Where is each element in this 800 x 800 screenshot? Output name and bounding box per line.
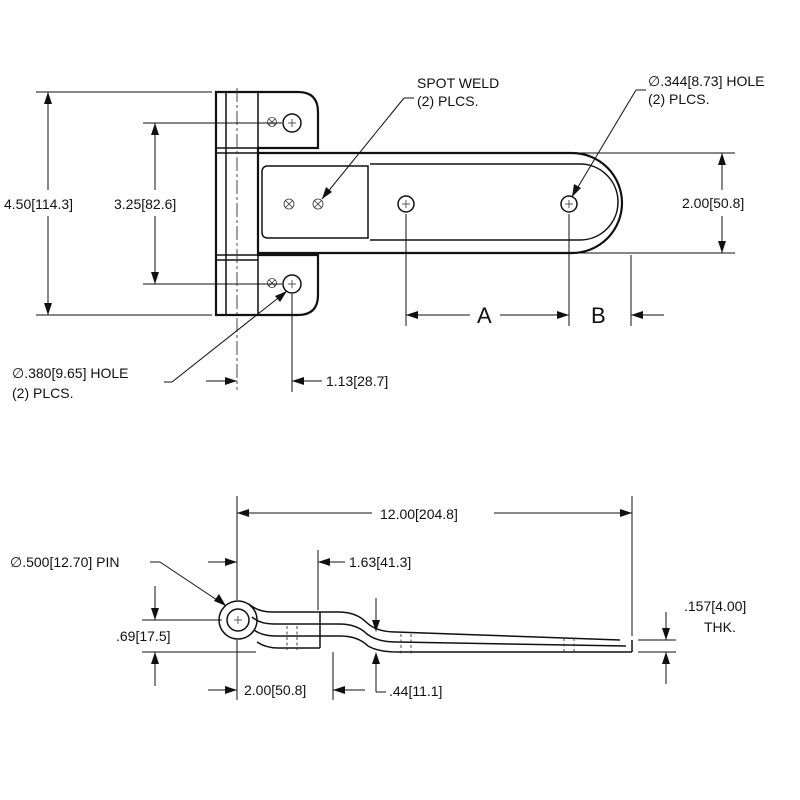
hole-344-label-1: ∅.344[8.73] HOLE — [648, 73, 764, 89]
spot-weld-label-2: (2) PLCS. — [417, 93, 478, 109]
dim-325-label: 3.25[82.6] — [114, 196, 176, 212]
mounting-hole — [282, 274, 302, 294]
dimension-157: .157[4.00] THK. — [638, 598, 746, 684]
hidden-hole-lines — [286, 626, 575, 654]
hole-344-callout: ∅.344[8.73] HOLE (2) PLCS. — [571, 73, 764, 198]
dim-200-right-label: 2.00[50.8] — [682, 195, 744, 211]
hole-380-label-1: ∅.380[9.65] HOLE — [12, 365, 128, 381]
dimension-450: 4.50[114.3] — [4, 91, 212, 316]
strap-inner-outline — [370, 163, 619, 241]
strap-hole — [397, 195, 415, 213]
dim-a-label: A — [477, 303, 492, 328]
dim-b-label: B — [591, 303, 606, 328]
hole-380-label-2: (2) PLCS. — [12, 385, 73, 401]
dimension-b: B — [591, 255, 664, 328]
dim-1200-label: 12.00[204.8] — [380, 506, 458, 522]
spot-weld-callout: SPOT WELD (2) PLCS. — [321, 75, 499, 200]
hole-344-label-2: (2) PLCS. — [648, 91, 709, 107]
weld-plate — [261, 165, 369, 239]
dimension-325: 3.25[82.6] — [114, 122, 282, 285]
dim-450-label: 4.50[114.3] — [4, 196, 73, 212]
dim-157-label-1: .157[4.00] — [684, 598, 746, 614]
spot-weld-marker — [312, 198, 324, 210]
top-view: 4.50[114.3] 3.25[82.6] 2.00[50.8] — [4, 73, 764, 401]
spot-weld-marker — [283, 198, 295, 210]
hinge-leaf-outline — [214, 90, 320, 317]
pin-callout: ∅.500[12.70] PIN — [10, 554, 227, 607]
dimension-200-right: 2.00[50.8] — [578, 152, 744, 254]
pin-inner-circle — [226, 608, 250, 632]
dimension-044: .44[11.1] — [372, 598, 442, 699]
spot-weld-marker — [267, 117, 277, 127]
dimension-a: A — [405, 214, 570, 328]
leaf-profile-mid2 — [256, 641, 320, 649]
pin-label: ∅.500[12.70] PIN — [10, 554, 119, 570]
mounting-hole — [282, 113, 302, 133]
dim-069-label: .69[17.5] — [116, 628, 171, 644]
dim-200-bottom-label: 2.00[50.8] — [244, 682, 306, 698]
strap-outline — [258, 151, 624, 255]
spot-weld-label-1: SPOT WELD — [417, 75, 499, 91]
hole-380-callout: ∅.380[9.65] HOLE (2) PLCS. — [12, 290, 288, 401]
leaf-profile-lower — [253, 629, 632, 653]
dim-157-label-2: THK. — [704, 619, 736, 635]
dimension-200-bottom: 2.00[50.8] — [208, 640, 365, 700]
leaf-profile-mid1 — [251, 616, 627, 647]
strap-hole — [560, 195, 578, 213]
dim-113-label: 1.13[28.7] — [326, 373, 388, 389]
dimension-163: 1.63[41.3] — [208, 550, 411, 610]
dim-163-label: 1.63[41.3] — [349, 554, 411, 570]
leaf-profile-upper — [248, 603, 621, 641]
spot-weld-marker — [267, 278, 277, 288]
dimension-1200: 12.00[204.8] — [236, 496, 633, 636]
side-view: 12.00[204.8] ∅.500[12.70] PIN 1.63[41.3] — [10, 496, 746, 700]
dimension-113: 1.13[28.7] — [206, 294, 388, 392]
dim-044-label: .44[11.1] — [389, 683, 442, 699]
